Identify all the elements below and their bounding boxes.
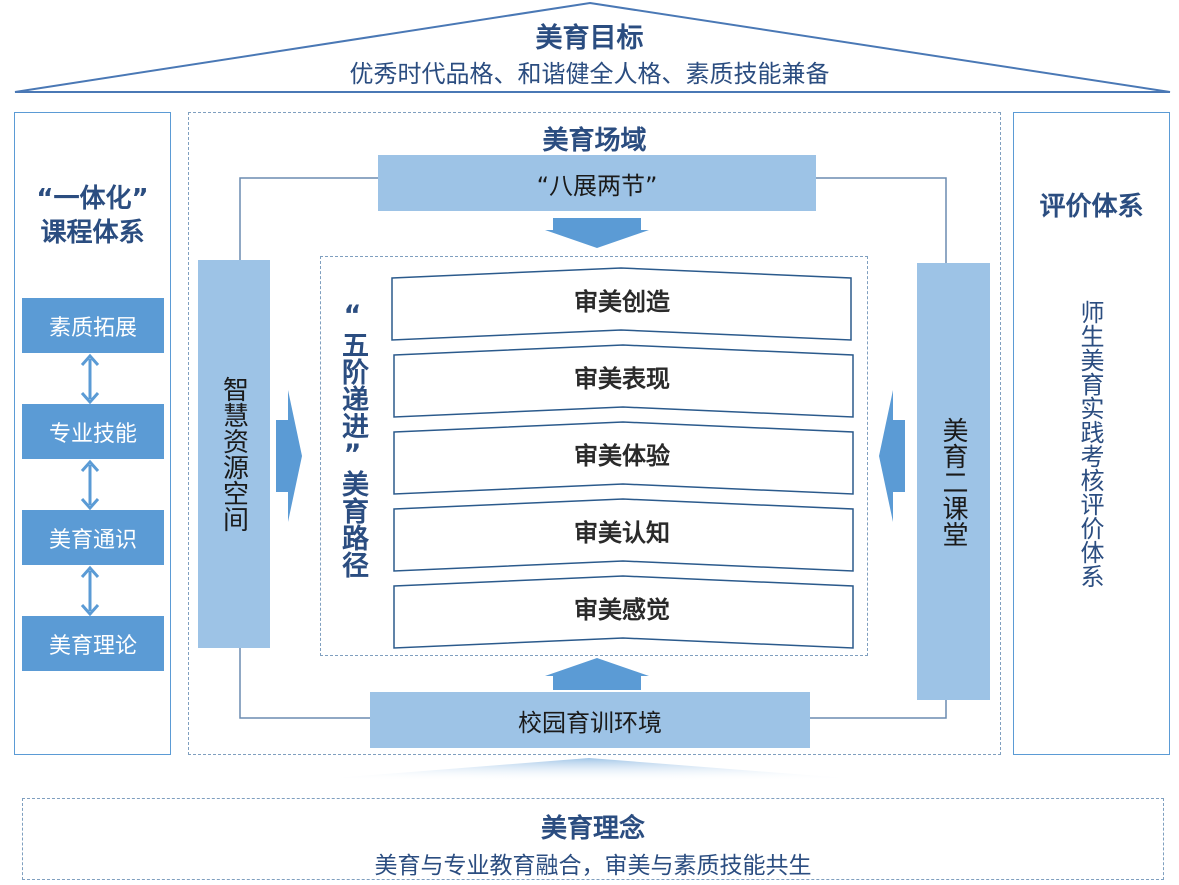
top-box-exhibitions: “八展两节” — [378, 155, 816, 211]
right-arrow-icon — [276, 390, 302, 522]
double-arrow-icon — [80, 565, 100, 617]
course-item-professional-skills: 专业技能 — [22, 404, 164, 459]
left-panel — [14, 112, 171, 755]
center-panel — [188, 112, 1001, 755]
left-panel-title-line2: 课程体系 — [40, 218, 145, 248]
stage-aesthetic-expression: 审美表现 — [574, 365, 670, 393]
foundation-glow — [80, 758, 1100, 798]
roof-subtitle: 优秀时代品格、和谐健全人格、素质技能兼备 — [349, 60, 830, 88]
foundation-box — [22, 798, 1164, 880]
bottom-box-campus-environment: 校园育训环境 — [370, 692, 810, 748]
stage-aesthetic-creation: 审美创造 — [574, 288, 670, 316]
stage-aesthetic-experience: 审美体验 — [574, 442, 670, 470]
path-label: “五阶递进”美育路径 — [337, 300, 368, 578]
course-item-aesthetic-general: 美育通识 — [22, 510, 164, 565]
right-panel-body: 师生美育实践考核评价体系 — [1076, 300, 1104, 588]
right-panel-title: 评价体系 — [1039, 192, 1144, 222]
course-item-aesthetic-theory: 美育理论 — [22, 616, 164, 671]
down-arrow-icon — [545, 218, 649, 248]
left-arrow-icon — [879, 390, 905, 522]
up-arrow-icon — [545, 658, 649, 690]
foundation-title: 美育理念 — [540, 814, 645, 844]
center-title: 美育场域 — [542, 126, 647, 156]
path-box — [320, 256, 868, 656]
stage-aesthetic-cognition: 审美认知 — [574, 519, 670, 547]
course-item-quality-expansion: 素质拓展 — [22, 298, 164, 353]
right-panel — [1013, 112, 1170, 755]
double-arrow-icon — [80, 353, 100, 405]
stage-aesthetic-perception: 审美感觉 — [574, 596, 670, 624]
roof-title: 美育目标 — [535, 23, 644, 54]
right-box-second-classroom: 美育二课堂 — [917, 263, 990, 700]
foundation-subtitle: 美育与专业教育融合，审美与素质技能共生 — [374, 853, 812, 879]
double-arrow-icon — [80, 459, 100, 511]
left-panel-title-line1: “一体化” — [36, 184, 149, 214]
roof-triangle — [14, 1, 1171, 93]
left-box-smart-resources: 智慧资源空间 — [198, 260, 270, 648]
